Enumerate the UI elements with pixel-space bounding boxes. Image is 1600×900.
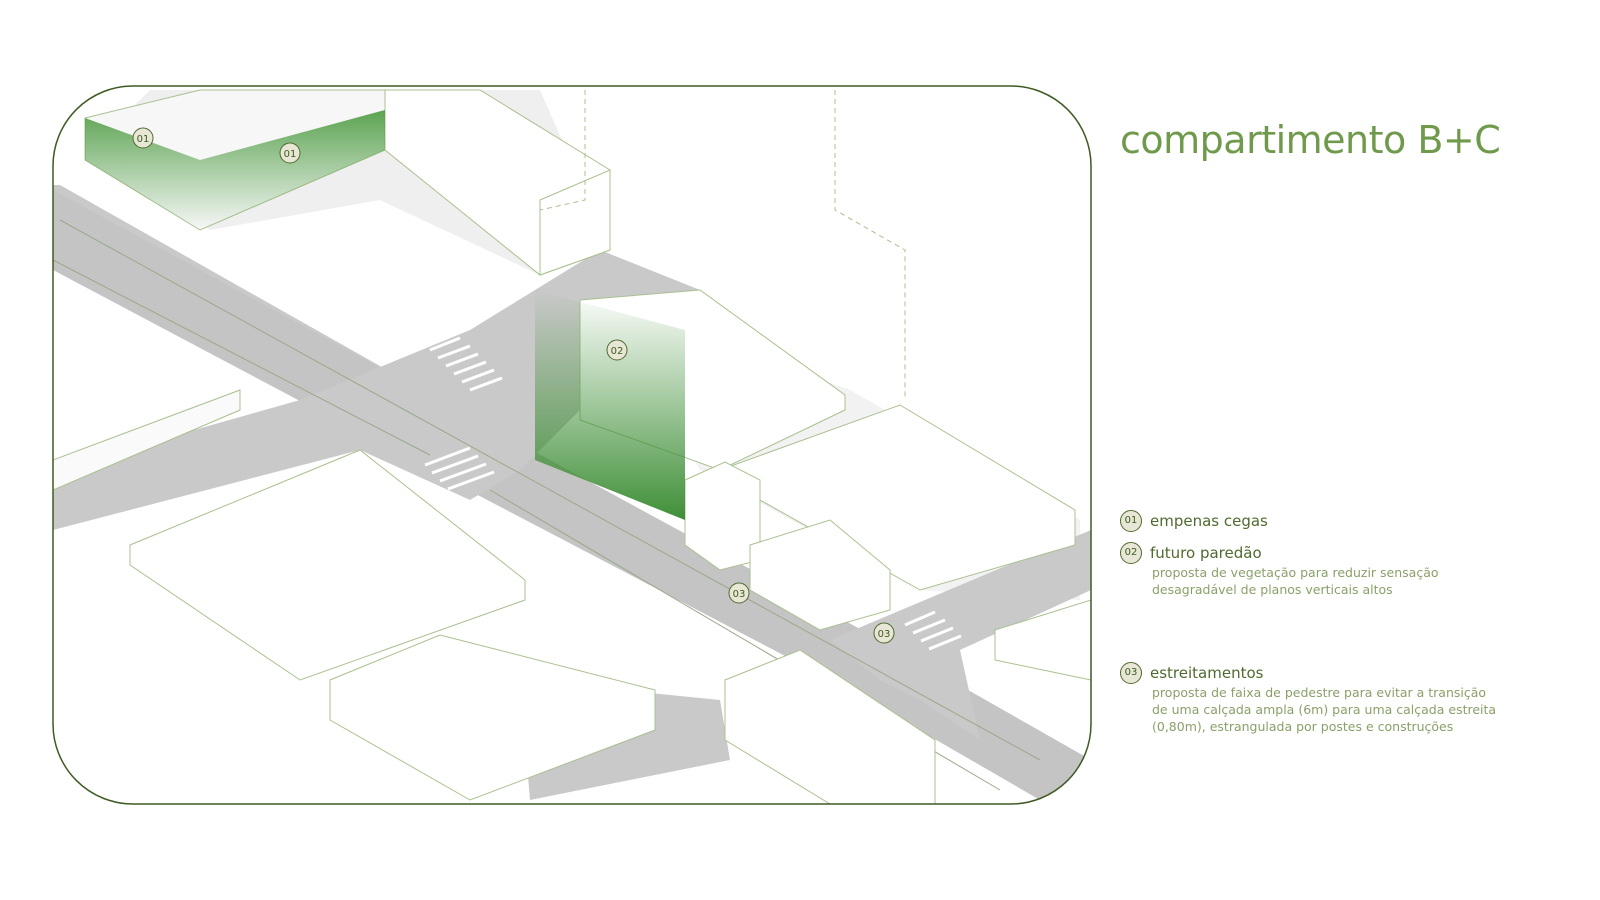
legend-item-02: 02 futuro paredão proposta de vegetação p… <box>1120 542 1497 598</box>
legend-title: estreitamentos <box>1150 664 1264 682</box>
map-content <box>53 86 1091 804</box>
svg-text:03: 03 <box>733 589 746 600</box>
marker-03: 03 <box>873 622 895 644</box>
marker-01: 01 <box>132 127 154 149</box>
legend-badge: 01 <box>1120 510 1142 532</box>
svg-text:01: 01 <box>284 149 297 160</box>
marker-02: 02 <box>606 339 628 361</box>
future-wall-highlight <box>535 290 685 520</box>
legend-item-03: 03 estreitamentos proposta de faixa de pe… <box>1120 662 1497 735</box>
blind-wall-highlight <box>85 110 385 230</box>
svg-text:03: 03 <box>878 629 891 640</box>
legend-title: empenas cegas <box>1150 512 1268 530</box>
crosswalks <box>424 336 962 651</box>
marker-03: 03 <box>728 582 750 604</box>
legend-description: proposta de faixa de pedestre para evita… <box>1152 685 1497 734</box>
legend-description: proposta de vegetação para reduzir sensa… <box>1152 565 1439 597</box>
legend-title: futuro paredão <box>1150 544 1262 562</box>
buildings <box>53 89 1091 804</box>
legend-badge: 03 <box>1120 662 1142 684</box>
marker-01: 01 <box>279 142 301 164</box>
map-frame <box>52 85 1092 805</box>
map-markers: 01 01 02 03 03 <box>132 127 895 644</box>
legend-badge: 02 <box>1120 542 1142 564</box>
main-road-lanes <box>53 190 1091 800</box>
svg-text:01: 01 <box>137 134 150 145</box>
legend-item-01: 01 empenas cegas <box>1120 510 1268 532</box>
page-title: compartimento B+C <box>1120 118 1501 162</box>
svg-text:02: 02 <box>611 346 624 357</box>
